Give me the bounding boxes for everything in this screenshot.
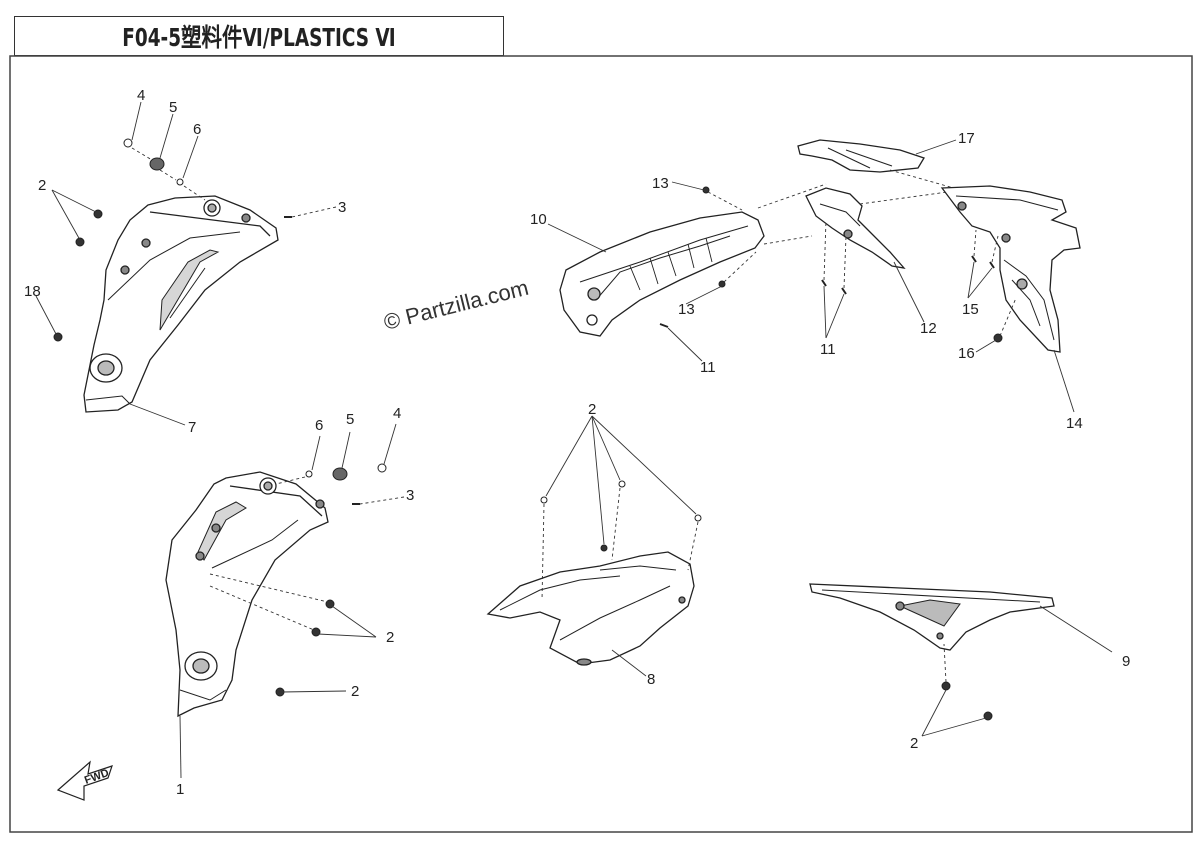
callout-12: 12 — [920, 320, 937, 337]
callout-6-top: 6 — [193, 121, 201, 138]
title-box: F04-5塑料件Ⅵ/PLASTICS Ⅵ — [14, 16, 504, 56]
fasteners-part-14[interactable] — [971, 255, 1003, 343]
part-10-cover[interactable] — [559, 211, 765, 337]
callout-2-side: 2 — [386, 629, 394, 646]
callout-18: 18 — [24, 283, 41, 300]
fasteners-part-9[interactable] — [941, 681, 993, 721]
part-9-chain-guard[interactable] — [809, 583, 1055, 651]
callout-1: 1 — [176, 781, 184, 798]
callout-10: 10 — [530, 211, 547, 228]
watermark: © Partzilla.com — [381, 275, 531, 335]
part-7-side-cover[interactable] — [83, 195, 279, 413]
part-14-rear-fender[interactable] — [940, 185, 1081, 353]
fasteners-part-8[interactable] — [540, 480, 702, 552]
callout-13-top: 13 — [652, 175, 669, 192]
callout-2-right: 2 — [910, 735, 918, 752]
callout-8: 8 — [647, 671, 655, 688]
leaders-part-1 — [179, 423, 405, 779]
part-1-side-cover[interactable] — [165, 471, 329, 718]
leaders-part-10 — [547, 181, 827, 362]
leaders-part-8 — [541, 415, 699, 677]
callout-2-middle: 2 — [588, 401, 596, 418]
callout-11-right: 11 — [820, 341, 836, 358]
callout-3-bottom: 3 — [406, 487, 414, 504]
callout-labels: 4 5 6 3 2 18 7 6 5 4 3 2 2 1 10 13 13 11… — [24, 87, 1130, 798]
callout-15: 15 — [962, 301, 979, 318]
callout-14: 14 — [1066, 415, 1083, 432]
callout-3-top: 3 — [338, 199, 346, 216]
callout-4-bottom: 4 — [393, 405, 401, 422]
callout-13-bottom: 13 — [678, 301, 695, 318]
callout-5-bottom: 5 — [346, 411, 354, 428]
part-8-fender[interactable] — [486, 551, 695, 666]
callout-6-bottom: 6 — [315, 417, 323, 434]
callout-2-lower: 2 — [351, 683, 359, 700]
diagram-title: F04-5塑料件Ⅵ/PLASTICS Ⅵ — [122, 23, 396, 52]
callout-2-top: 2 — [38, 177, 46, 194]
callout-7: 7 — [188, 419, 196, 436]
callout-16: 16 — [958, 345, 975, 362]
part-12-bracket[interactable] — [805, 187, 906, 269]
leaders-part-7 — [35, 101, 337, 426]
diagram-border — [9, 55, 1193, 833]
fasteners-part-12[interactable] — [821, 279, 847, 295]
leaders-part-14 — [967, 229, 1075, 413]
callout-11-left: 11 — [700, 359, 716, 376]
callout-4-top: 4 — [137, 87, 145, 104]
callout-17: 17 — [958, 130, 975, 147]
callout-9: 9 — [1122, 653, 1130, 670]
leaders-part-9 — [921, 605, 1113, 737]
part-17-cowl[interactable] — [797, 139, 925, 173]
fwd-arrow: FWD — [56, 760, 113, 801]
callout-5-top: 5 — [169, 99, 177, 116]
